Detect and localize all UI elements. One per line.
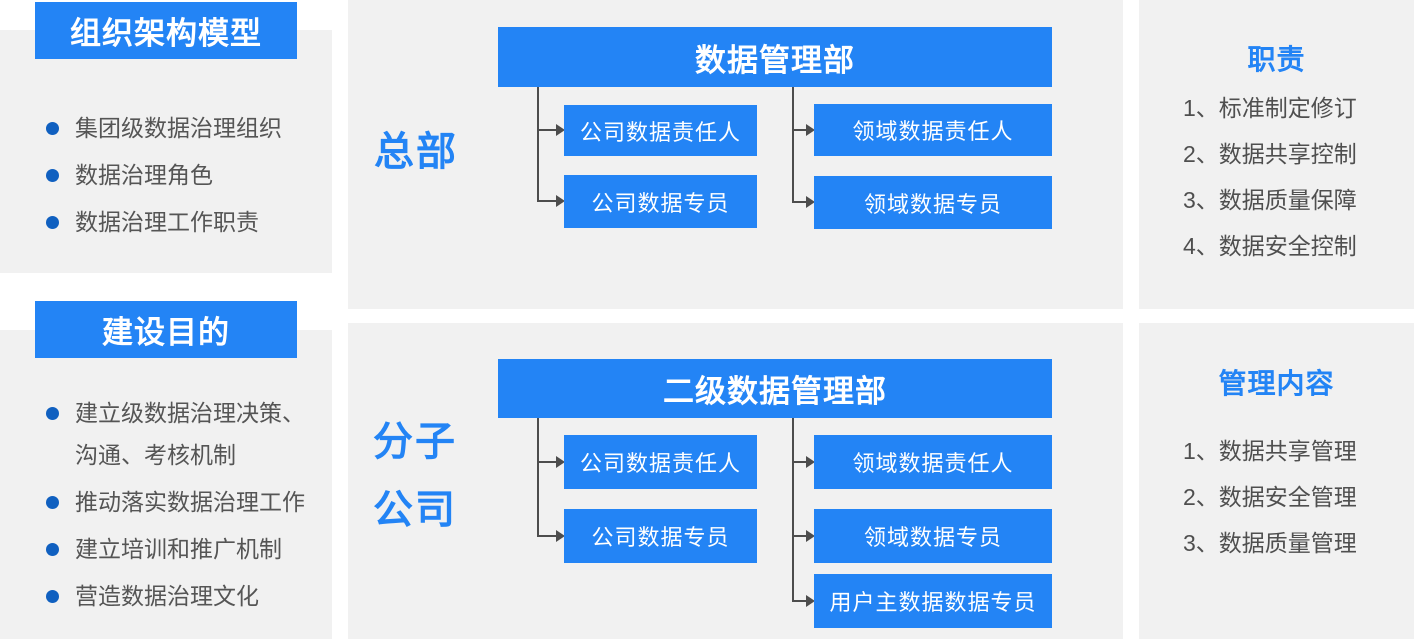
list-item-label: 营造数据治理文化 (75, 583, 259, 609)
bullet-icon (46, 169, 59, 182)
list-item: 营造数据治理文化 (46, 575, 305, 617)
arrow-icon (556, 530, 565, 542)
section-header-org-model: 组织架构模型 (35, 2, 297, 59)
arrow-icon (806, 456, 815, 468)
connector-line (792, 535, 806, 537)
org-node-domain-data-owner: 领域数据责任人 (814, 104, 1052, 156)
arrow-icon (806, 595, 815, 607)
bullet-icon (46, 496, 59, 509)
section-header-build-purpose: 建设目的 (35, 301, 297, 358)
list-item: 建立培训和推广机制 (46, 528, 305, 570)
org-node-user-master-data-specialist: 用户主数据数据专员 (814, 574, 1052, 628)
arrow-icon (806, 530, 815, 542)
bullet-icon (46, 122, 59, 135)
org-root-data-mgmt-dept: 数据管理部 (498, 27, 1052, 87)
group-label-line: 分子 (373, 420, 457, 464)
management-content-title: 管理内容 (1218, 368, 1335, 399)
left-bottom-panel (0, 330, 332, 639)
list-item: 3、数据质量保障 (1183, 187, 1357, 213)
list-item: 1、数据共享管理 (1183, 438, 1357, 464)
org-model-bullet-list: 集团级数据治理组织 数据治理角色 数据治理工作职责 (46, 107, 282, 248)
bullet-icon (46, 407, 59, 420)
connector-line (792, 418, 794, 602)
left-top-panel (0, 30, 332, 273)
arrow-icon (556, 195, 565, 207)
list-item: 集团级数据治理组织 (46, 107, 282, 149)
list-item: 数据治理工作职责 (46, 201, 282, 243)
list-item-label: 数据治理工作职责 (75, 209, 259, 235)
arrow-icon (556, 124, 565, 136)
connector-line (537, 87, 539, 202)
list-item: 建立级数据治理决策、 沟通、考核机制 (46, 392, 305, 476)
group-label-line: 公司 (373, 488, 457, 532)
connector-line (537, 129, 556, 131)
list-item: 1、标准制定修订 (1183, 95, 1357, 121)
responsibilities-title: 职责 (1247, 44, 1306, 75)
bullet-icon (46, 590, 59, 603)
org-node-company-data-specialist: 公司数据专员 (564, 509, 757, 563)
bullet-icon (46, 216, 59, 229)
list-item-label: 建立培训和推广机制 (75, 536, 282, 562)
org-node-company-data-specialist: 公司数据专员 (564, 175, 757, 228)
build-purpose-bullet-list: 建立级数据治理决策、 沟通、考核机制 推动落实数据治理工作 建立培训和推广机制 … (46, 392, 305, 622)
right-bottom-panel (1139, 323, 1414, 639)
connector-line (792, 461, 806, 463)
arrow-icon (556, 456, 565, 468)
arrow-icon (806, 196, 815, 208)
arrow-icon (806, 124, 815, 136)
list-item: 数据治理角色 (46, 154, 282, 196)
list-item: 2、数据共享控制 (1183, 141, 1357, 167)
connector-line (537, 461, 556, 463)
list-item-label: 集团级数据治理组织 (75, 115, 282, 141)
connector-line (537, 418, 539, 537)
connector-line (792, 129, 806, 131)
responsibilities-list: 1、标准制定修订 2、数据共享控制 3、数据质量保障 4、数据安全控制 (1183, 85, 1357, 269)
org-node-domain-data-specialist: 领域数据专员 (814, 176, 1052, 229)
connector-line (792, 87, 794, 203)
list-item-label: 建立级数据治理决策、 沟通、考核机制 (75, 400, 305, 468)
connector-line (792, 201, 806, 203)
list-item: 3、数据质量管理 (1183, 530, 1357, 556)
list-item-label: 推动落实数据治理工作 (75, 489, 305, 515)
connector-line (792, 600, 806, 602)
org-root-second-level-data-mgmt-dept: 二级数据管理部 (498, 359, 1052, 418)
org-node-domain-data-specialist: 领域数据专员 (814, 509, 1052, 563)
org-node-company-data-owner: 公司数据责任人 (564, 435, 757, 489)
org-node-domain-data-owner: 领域数据责任人 (814, 435, 1052, 489)
connector-line (537, 200, 556, 202)
list-item-label: 数据治理角色 (75, 162, 213, 188)
list-item: 2、数据安全管理 (1183, 484, 1357, 510)
management-content-list: 1、数据共享管理 2、数据安全管理 3、数据质量管理 (1183, 428, 1357, 566)
group-label-subsidiaries: 分子 公司 (373, 408, 457, 544)
bullet-icon (46, 543, 59, 556)
org-node-company-data-owner: 公司数据责任人 (564, 105, 757, 156)
right-top-panel (1139, 0, 1414, 309)
group-label-headquarters: 总部 (374, 130, 458, 174)
list-item: 推动落实数据治理工作 (46, 481, 305, 523)
connector-line (537, 535, 556, 537)
list-item: 4、数据安全控制 (1183, 233, 1357, 259)
